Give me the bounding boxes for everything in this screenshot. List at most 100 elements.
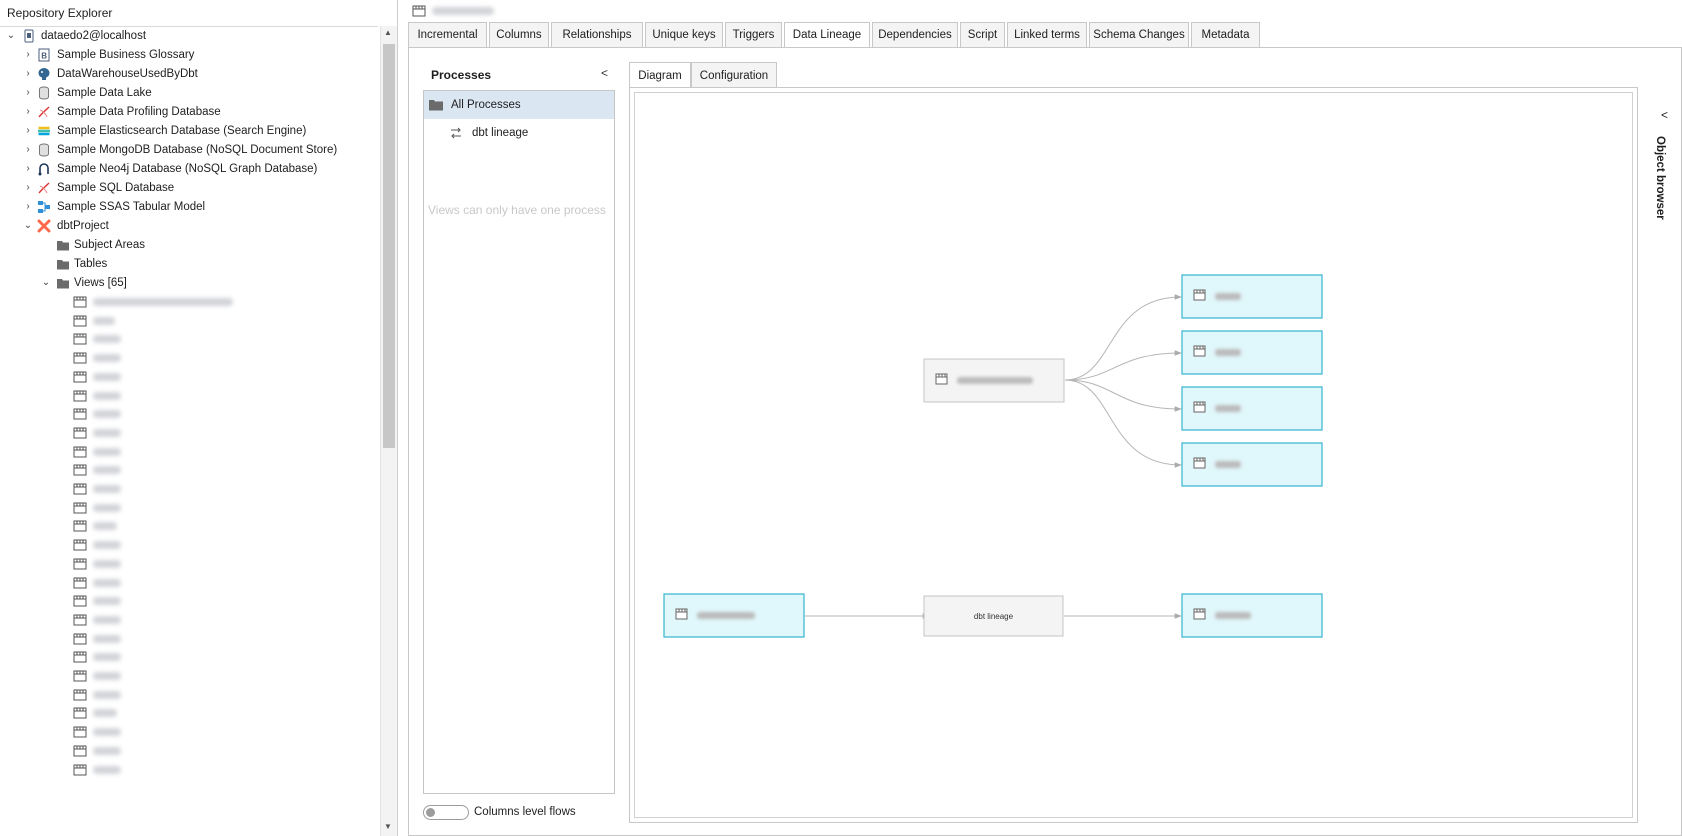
- lineage-node-target[interactable]: [1181, 330, 1323, 375]
- view-icon: [1193, 289, 1206, 301]
- tab-diagram[interactable]: Diagram: [629, 62, 691, 89]
- chevron-right-icon[interactable]: ›: [26, 144, 30, 155]
- tree-item-label: Sample SSAS Tabular Model: [57, 201, 206, 213]
- tree-item-label: Sample SQL Database: [57, 182, 175, 194]
- lineage-edge: [1064, 350, 1182, 381]
- chevron-down-icon[interactable]: ⌄: [23, 220, 33, 231]
- view-name-obscured: [93, 372, 121, 381]
- view-icon: [1193, 457, 1206, 469]
- chevron-down-icon[interactable]: ⌄: [41, 277, 51, 288]
- toggle-switch[interactable]: [423, 805, 469, 820]
- tab-schema-changes[interactable]: Schema Changes: [1089, 22, 1189, 47]
- tab-triggers[interactable]: Triggers: [725, 22, 782, 47]
- database-icon: [39, 143, 49, 157]
- tab-configuration[interactable]: Configuration: [691, 62, 777, 88]
- tab-script[interactable]: Script: [960, 22, 1005, 47]
- lineage-node-input[interactable]: [663, 593, 805, 638]
- tree-item-label: Sample Data Profiling Database: [57, 106, 221, 118]
- object-browser-panel[interactable]: < Object browser: [1651, 108, 1679, 228]
- view-name-obscured: [93, 447, 121, 456]
- tree-item-label: DataWarehouseUsedByDbt: [57, 68, 198, 80]
- view-icon: [73, 577, 87, 588]
- tab-incremental[interactable]: Incremental: [408, 22, 487, 47]
- folder-icon: [57, 279, 69, 289]
- lineage-node-target[interactable]: [1181, 386, 1323, 431]
- tab-relationships[interactable]: Relationships: [551, 22, 643, 47]
- tab-columns[interactable]: Columns: [489, 22, 549, 47]
- chevron-right-icon[interactable]: ›: [26, 201, 30, 212]
- lineage-node-target[interactable]: [1181, 442, 1323, 487]
- svg-text:B: B: [41, 52, 47, 61]
- view-name-obscured: [93, 503, 121, 512]
- repository-explorer-title: Repository Explorer: [0, 0, 378, 27]
- diagram-container: dbt lineage: [629, 87, 1638, 823]
- view-name-obscured: [93, 298, 233, 306]
- chevron-right-icon[interactable]: ›: [26, 106, 30, 117]
- view-name-obscured: [93, 541, 121, 550]
- chevron-down-icon[interactable]: ⌄: [6, 30, 16, 41]
- node-name-obscured: [1215, 461, 1241, 468]
- diagram-canvas[interactable]: dbt lineage: [634, 92, 1633, 818]
- tree-item-label: Tables: [74, 258, 108, 270]
- sql-server-icon: [38, 106, 50, 118]
- lineage-node-process[interactable]: dbt lineage: [923, 595, 1064, 637]
- chevron-right-icon[interactable]: ›: [26, 125, 30, 136]
- view-icon: [73, 390, 87, 401]
- view-name-obscured: [93, 765, 121, 774]
- view-icon: [73, 651, 87, 663]
- tab-data-lineage[interactable]: Data Lineage: [784, 22, 870, 49]
- chevron-right-icon[interactable]: ›: [26, 68, 30, 79]
- chevron-right-icon[interactable]: ›: [26, 87, 30, 98]
- view-icon: [73, 670, 87, 682]
- lineage-diagram[interactable]: dbt lineage: [635, 93, 1634, 819]
- chevron-right-icon[interactable]: ›: [26, 182, 30, 193]
- lineage-node-source-view[interactable]: [923, 358, 1065, 403]
- lineage-edges: [805, 294, 1182, 619]
- object-browser-collapse-button[interactable]: <: [1661, 108, 1669, 122]
- toggle-knob: [426, 808, 435, 817]
- view-icon: [675, 608, 688, 620]
- processes-list: All Processes dbt lineage Views can only…: [423, 90, 615, 794]
- view-icon: [73, 595, 87, 607]
- process-node-label: dbt lineage: [974, 612, 1014, 621]
- tab-dependencies[interactable]: Dependencies: [872, 22, 958, 47]
- tree-item-label: Views [65]: [74, 277, 127, 289]
- view-name-obscured: [93, 354, 121, 363]
- tab-linked-terms[interactable]: Linked terms: [1007, 22, 1087, 47]
- node-name-obscured: [1215, 293, 1241, 300]
- process-item-dbt-lineage[interactable]: dbt lineage: [424, 119, 614, 147]
- dbt-icon: [37, 219, 51, 233]
- process-item-all-processes[interactable]: All Processes: [424, 91, 614, 119]
- view-name-obscured: [93, 653, 121, 662]
- lineage-node-output[interactable]: [1181, 593, 1323, 638]
- view-icon: [73, 427, 87, 439]
- tree-item-label: Sample Business Glossary: [57, 49, 195, 61]
- glossary-icon: B: [38, 48, 50, 62]
- view-icon: [73, 707, 87, 719]
- scroll-up-icon[interactable]: ▲: [384, 28, 392, 37]
- tab-metadata[interactable]: Metadata: [1191, 22, 1260, 47]
- scrollbar-thumb[interactable]: [383, 44, 395, 448]
- chevron-right-icon[interactable]: ›: [26, 163, 30, 174]
- elasticsearch-icon: [38, 125, 50, 137]
- chevron-right-icon[interactable]: ›: [26, 49, 30, 60]
- folder-icon: [57, 241, 69, 251]
- view-icon: [935, 373, 948, 385]
- processes-collapse-button[interactable]: <: [601, 66, 609, 80]
- object-title-obscured: [432, 7, 494, 15]
- view-name-obscured: [93, 466, 121, 475]
- view-name-obscured: [93, 391, 121, 400]
- postgres-icon: [38, 68, 50, 80]
- tab-unique-keys[interactable]: Unique keys: [645, 22, 723, 47]
- process-item-label: All Processes: [451, 99, 521, 111]
- view-icon: [73, 408, 87, 420]
- tree-item-label: dbtProject: [57, 220, 109, 232]
- tree-scrollbar[interactable]: ▲ ▼: [380, 26, 397, 836]
- process-item-label: dbt lineage: [472, 127, 529, 139]
- lineage-node-target[interactable]: [1181, 274, 1323, 319]
- view-icon: [73, 614, 87, 626]
- database-icon: [39, 86, 49, 100]
- scroll-down-icon[interactable]: ▼: [384, 822, 392, 831]
- processes-title: Processes: [431, 68, 492, 82]
- view-name-obscured: [93, 634, 121, 643]
